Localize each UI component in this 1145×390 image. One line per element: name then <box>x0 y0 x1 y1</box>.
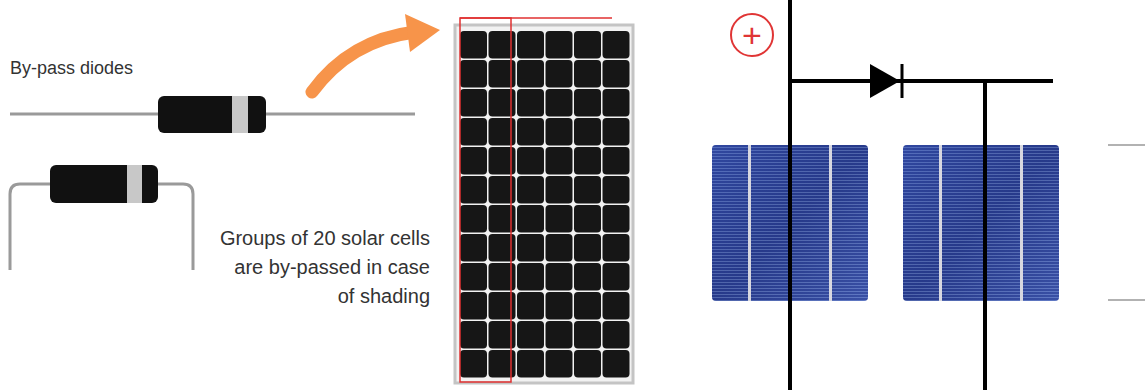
panel-cell <box>460 263 487 291</box>
note-text: Groups of 20 solar cells are by-passed i… <box>215 224 430 311</box>
panel-cell <box>460 60 487 88</box>
panel-cell <box>574 321 601 349</box>
panel-cell <box>460 321 487 349</box>
panel-cell <box>603 176 630 204</box>
panel-cell <box>546 350 573 378</box>
panel-cell <box>460 350 487 378</box>
panel-cell <box>517 147 544 175</box>
panel-cell <box>517 205 544 233</box>
panel-cell <box>546 321 573 349</box>
panel-cell <box>574 118 601 146</box>
panel-cell <box>517 60 544 88</box>
panel-cell <box>460 118 487 146</box>
panel-cell <box>603 89 630 117</box>
panel-cell <box>546 31 573 59</box>
panel-cell <box>546 234 573 262</box>
panel-cell <box>546 176 573 204</box>
solar-cell <box>903 145 1059 301</box>
panel-cell <box>574 205 601 233</box>
panel-cell <box>574 31 601 59</box>
panel-cell <box>546 60 573 88</box>
panel-cell <box>517 234 544 262</box>
panel-cell <box>460 147 487 175</box>
panel-cell <box>574 147 601 175</box>
panel-cell <box>546 147 573 175</box>
axial-diode <box>10 96 415 133</box>
panel-cell <box>603 205 630 233</box>
pointer-arrow <box>312 14 440 92</box>
panel-cell <box>517 321 544 349</box>
panel-cell <box>460 205 487 233</box>
panel-cell <box>603 60 630 88</box>
cell-group-outline <box>460 18 511 382</box>
plus-terminal: + <box>730 13 774 57</box>
panel-cell <box>517 89 544 117</box>
bypass-schematic <box>712 0 1145 390</box>
panel-cell <box>574 263 601 291</box>
panel-cell <box>574 176 601 204</box>
panel-cell <box>517 263 544 291</box>
panel-cell <box>546 292 573 320</box>
panel-cell <box>603 292 630 320</box>
panel-cell <box>603 147 630 175</box>
bent-diode <box>10 165 193 270</box>
solar-panel <box>455 18 633 383</box>
panel-cell <box>517 118 544 146</box>
panel-cell <box>546 205 573 233</box>
terminal-sign: + <box>742 18 762 52</box>
component-label: By-pass diodes <box>10 55 210 81</box>
panel-cell <box>517 176 544 204</box>
panel-cell <box>574 350 601 378</box>
panel-cell <box>460 89 487 117</box>
panel-cell <box>517 292 544 320</box>
panel-cell <box>460 31 487 59</box>
panel-cell <box>517 350 544 378</box>
panel-cell <box>546 263 573 291</box>
panel-cell <box>603 321 630 349</box>
panel-cell <box>460 292 487 320</box>
panel-cell <box>574 292 601 320</box>
panel-cell <box>460 176 487 204</box>
panel-cell <box>603 350 630 378</box>
panel-cell <box>460 234 487 262</box>
panel-cell <box>574 234 601 262</box>
panel-cell <box>603 31 630 59</box>
panel-cell <box>603 118 630 146</box>
panel-cell <box>517 31 544 59</box>
panel-cell <box>546 118 573 146</box>
panel-cell <box>574 89 601 117</box>
panel-cell <box>603 234 630 262</box>
panel-cell <box>546 89 573 117</box>
panel-cell <box>603 263 630 291</box>
diode-symbol <box>870 64 900 98</box>
panel-cell <box>574 60 601 88</box>
